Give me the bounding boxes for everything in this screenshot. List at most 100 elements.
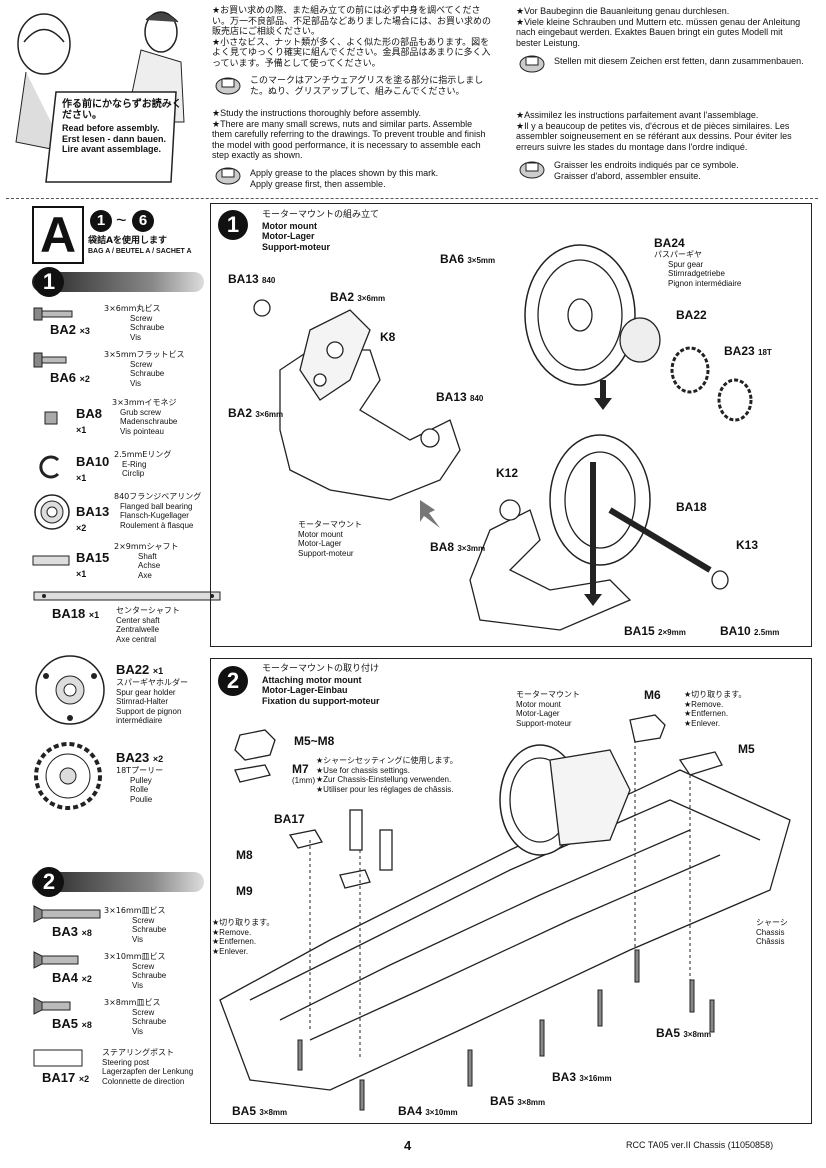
callout-ba4: BA4 3×10mm xyxy=(398,1104,458,1118)
fr-grease-2: Graisser d'abord, assembler ensuite. xyxy=(554,170,701,181)
part-de: Stirnrad-Halter xyxy=(116,697,169,706)
part-fr: Support de pignon intermédiaire xyxy=(116,706,182,726)
step1-title-fr: Support-moteur xyxy=(262,241,330,252)
part-fr: Vis xyxy=(130,332,141,342)
divider xyxy=(6,198,818,199)
step1-title-en: Motor mount xyxy=(262,220,317,231)
part-en: Flanged ball bearing xyxy=(120,501,193,511)
grease-icon xyxy=(518,54,546,74)
sign-en: Read before assembly. xyxy=(62,123,160,133)
callout-k8: K8 xyxy=(380,330,396,344)
de-grease-text: Stellen mit diesem Zeichen erst fetten, … xyxy=(554,56,804,66)
part-de: Schraube xyxy=(132,1017,167,1026)
part-jp: 2×9mmシャフト xyxy=(114,542,179,551)
part-jp: 18Tプーリー xyxy=(116,766,164,775)
parts-step2-bar xyxy=(32,872,204,892)
intro-en-text: ★Study the instructions thoroughly befor… xyxy=(212,108,486,160)
sign-fr: Lire avant assemblage. xyxy=(62,144,162,154)
part-code: BA23 xyxy=(116,750,150,765)
part-code: BA6 xyxy=(50,370,77,385)
step1-num: 1 xyxy=(218,210,248,240)
jp-grease-text: このマークはアンチウェアグリスを塗る部分に指示しました。ぬり、グリスアップして、… xyxy=(250,76,484,97)
callout-k12: K12 xyxy=(496,466,519,480)
part-jp: センターシャフト xyxy=(116,606,180,615)
callout-setting: ★シャーシセッティングに使用します。 ★Use for chassis sett… xyxy=(316,756,458,794)
part-code: BA15 xyxy=(76,550,110,565)
part-qty: ×2 xyxy=(152,754,164,764)
part-qty: ×8 xyxy=(81,1020,92,1030)
grease-icon xyxy=(214,76,242,96)
step2-box xyxy=(210,658,812,1124)
part-de: Flansch-Kugellager xyxy=(120,511,189,520)
part-de: Schraube xyxy=(132,971,167,980)
parts-step2-num: 2 xyxy=(34,867,64,897)
part-en: Center shaft xyxy=(116,615,160,625)
intro-de-text: ★Vor Baubeginn die Bauanleitung genau du… xyxy=(516,6,801,48)
callout-ba2: BA2 3×6mm xyxy=(330,290,386,304)
part-en: Screw xyxy=(130,313,153,323)
part-fr: Vis xyxy=(132,934,143,944)
step2-title-fr: Fixation du support-moteur xyxy=(262,695,380,706)
callout-ba17: BA17 xyxy=(274,812,305,826)
part-de: Achse xyxy=(138,561,161,570)
part-fr: Colonnette de direction xyxy=(102,1076,185,1086)
part-en: Grub screw xyxy=(120,407,161,417)
step2-title-jp: モーターマウントの取り付け xyxy=(262,664,380,674)
bag-jp: 袋詰Aを使用します xyxy=(88,236,167,246)
step1-title-de: Motor-Lager xyxy=(262,231,315,241)
part-jp: 3×8mm皿ビス xyxy=(104,998,161,1007)
bag-letter: A xyxy=(32,206,84,264)
part-en: E-Ring xyxy=(122,459,147,469)
part-jp: 3×3mmイモネジ xyxy=(112,398,177,407)
part-jp: スパーギヤホルダー xyxy=(116,678,188,687)
callout-m5: M5 xyxy=(738,742,755,756)
step1-box xyxy=(210,203,812,647)
part-qty: ×1 xyxy=(76,569,87,579)
jp-text-2: ★小さなビス、ナット類が多く、よく似た形の部品もあります。図をよく見てゆっくり確… xyxy=(212,37,491,69)
part-jp: 3×10mm皿ビス xyxy=(104,952,166,961)
step2-title-de: Motor-Lager-Einbau xyxy=(262,685,348,695)
part-fr: Vis xyxy=(130,378,141,388)
callout-ba3: BA3 3×16mm xyxy=(552,1070,612,1084)
part-de: Schraube xyxy=(130,369,165,378)
part-en: Screw xyxy=(130,359,153,369)
callout-ba22: BA22 xyxy=(676,308,707,322)
part-qty: ×2 xyxy=(78,1074,90,1084)
part-de: Circlip xyxy=(122,469,145,478)
callout-m8: M8 xyxy=(236,848,253,862)
part-en: Screw xyxy=(132,1007,155,1017)
intro-sign: 作る前にかならずお読みください。 Read before assembly. E… xyxy=(62,99,182,155)
step2-title-en: Attaching motor mount xyxy=(262,674,362,685)
grease-icon xyxy=(214,166,242,186)
part-jp: 3×16mm皿ビス xyxy=(104,906,166,915)
callout-remove: ★切り取ります。 ★Remove.★Entfernen.★Enlever. xyxy=(684,690,747,728)
part-code: BA17 xyxy=(42,1070,76,1085)
doc-id: RCC TA05 ver.II Chassis (11050858) xyxy=(626,1140,774,1150)
intro-jp-text: ★お買い求めの際、また組み立ての前には必ず中身を調べてください。万一不良部品、不… xyxy=(212,6,492,69)
part-qty: ×1 xyxy=(76,425,87,435)
part-qty: ×1 xyxy=(152,666,164,676)
part-qty: ×3 xyxy=(79,326,90,336)
part-de: Schraube xyxy=(132,925,167,934)
part-de: Lagerzapfen der Lenkung xyxy=(102,1067,194,1076)
part-jp: 840フランジベアリング xyxy=(114,492,202,501)
part-jp: 2.5mmEリング xyxy=(114,450,172,459)
part-code: BA5 xyxy=(52,1016,79,1031)
callout-ba8: BA8 3×3mm xyxy=(430,540,486,554)
part-qty: ×1 xyxy=(76,473,87,483)
step1-title-jp: モーターマウントの組み立て xyxy=(262,210,380,220)
step2-num: 2 xyxy=(218,666,248,696)
part-qty: ×8 xyxy=(81,928,92,938)
step1-drawing xyxy=(253,244,753,631)
callout-ba18: BA18 xyxy=(676,500,707,514)
